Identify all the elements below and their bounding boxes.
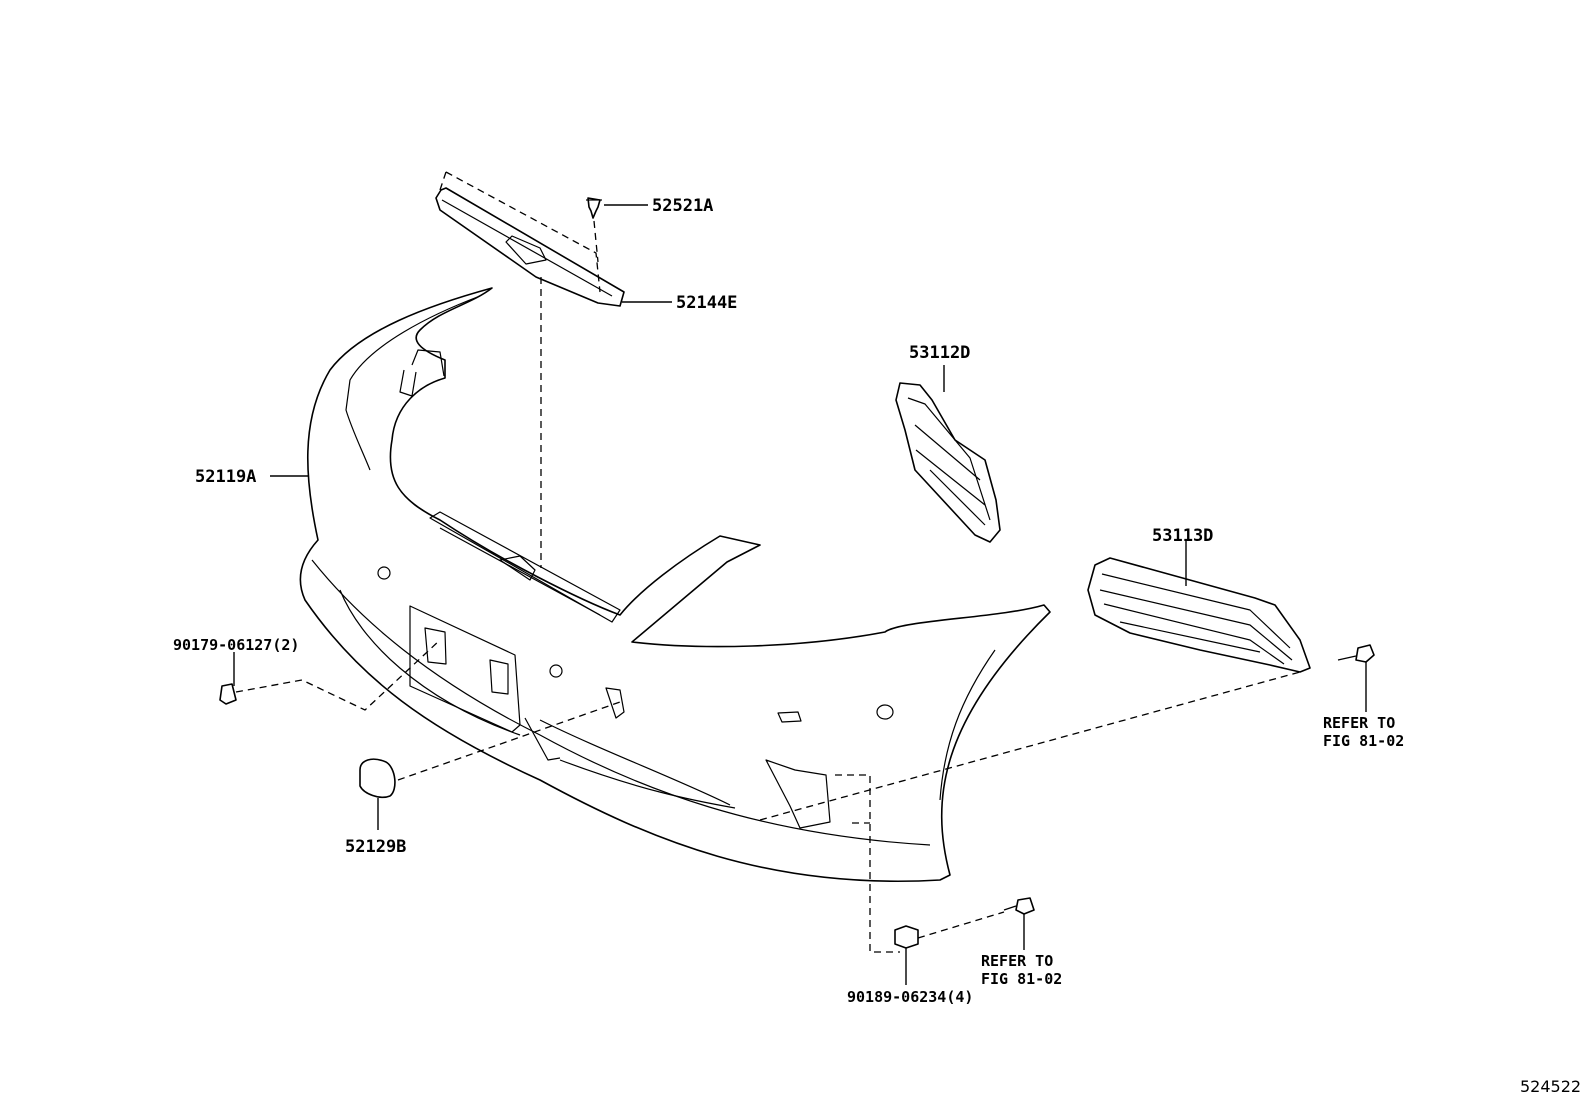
label-52144E[interactable]: 52144E xyxy=(676,293,737,313)
refer-right-line1[interactable]: REFER TO xyxy=(1323,714,1395,732)
retainer-clip-left-icon[interactable] xyxy=(219,683,237,705)
refer-bottom-line2[interactable]: FIG 81-02 xyxy=(981,970,1062,988)
label-53113D[interactable]: 53113D xyxy=(1152,526,1213,546)
label-52129B[interactable]: 52129B xyxy=(345,837,406,857)
upper-cover-part[interactable] xyxy=(435,187,625,307)
fog-cover-right-part[interactable] xyxy=(1087,557,1311,673)
clip-icon[interactable] xyxy=(586,197,602,219)
label-53112D[interactable]: 53112D xyxy=(909,343,970,363)
refer-bottom-line1[interactable]: REFER TO xyxy=(981,952,1053,970)
screw-bottom-icon[interactable] xyxy=(1003,897,1035,915)
nut-clip-icon[interactable] xyxy=(894,925,919,949)
fog-cover-left-part[interactable] xyxy=(895,382,1001,543)
label-90189-06234[interactable]: 90189-06234(4) xyxy=(847,988,973,1006)
label-52119A[interactable]: 52119A xyxy=(195,467,256,487)
bumper-cover-part[interactable] xyxy=(299,287,1051,883)
bolt-right-icon[interactable] xyxy=(1337,644,1375,663)
refer-right-line2[interactable]: FIG 81-02 xyxy=(1323,732,1404,750)
label-90179-06127[interactable]: 90179-06127(2) xyxy=(173,636,299,654)
label-52521A[interactable]: 52521A xyxy=(652,196,713,216)
tow-hook-cap-icon[interactable] xyxy=(359,758,396,799)
figure-id: 524522 xyxy=(1520,1077,1581,1096)
